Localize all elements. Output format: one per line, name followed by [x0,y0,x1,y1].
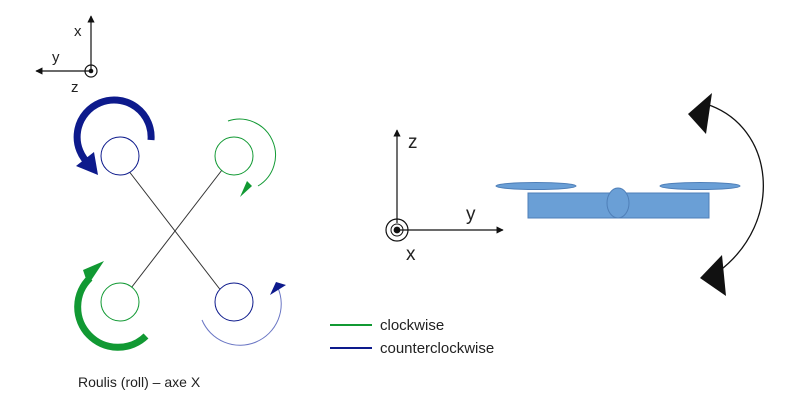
rotor-rear-left [74,261,149,351]
roll-rotation-arrow-icon [688,93,764,296]
rotor-front-left [73,96,155,176]
axis-label-y-side: y [466,204,476,225]
roll-arrowhead-top-icon [688,93,712,134]
z-axis-out-icon [84,64,98,78]
axis-label-y: y [52,49,60,66]
quadcopter-top-view [73,96,286,351]
axis-label-x: x [74,23,82,40]
axis-label-z: z [71,79,79,96]
arrowhead-cw-small-icon [240,181,252,197]
axis-label-z-side: z [408,132,418,153]
legend-label-counterclockwise: counterclockwise [380,340,494,357]
axis-label-x-side: x [406,244,416,265]
rotation-arrow-ccw-large [73,96,155,168]
arrowhead-cw-large-icon [83,261,104,285]
x-axis-out-icon [385,218,409,242]
rotation-arrow-ccw-small [201,287,282,346]
drone-center-hub [606,187,630,219]
rotor-front-right [214,118,276,197]
drone-side-view [495,182,741,219]
propeller-left [495,182,577,190]
diagram-caption: Roulis (roll) – axe X [78,374,201,390]
side-view-axes: z y x [385,129,504,265]
arrowhead-ccw-large-icon [76,152,98,175]
arm-diagonal-2 [127,169,223,293]
legend: clockwise counterclockwise [330,317,494,357]
legend-label-clockwise: clockwise [380,317,444,334]
propeller-right [659,182,741,190]
top-left-axes: x y z [35,15,98,96]
rotor-rear-right [201,282,286,346]
arrowhead-ccw-small-icon [270,282,286,295]
roll-arrowhead-bottom-icon [700,255,726,296]
rotation-arrow-cw-large [74,275,149,351]
rotation-arrow-cw-small [227,118,276,187]
